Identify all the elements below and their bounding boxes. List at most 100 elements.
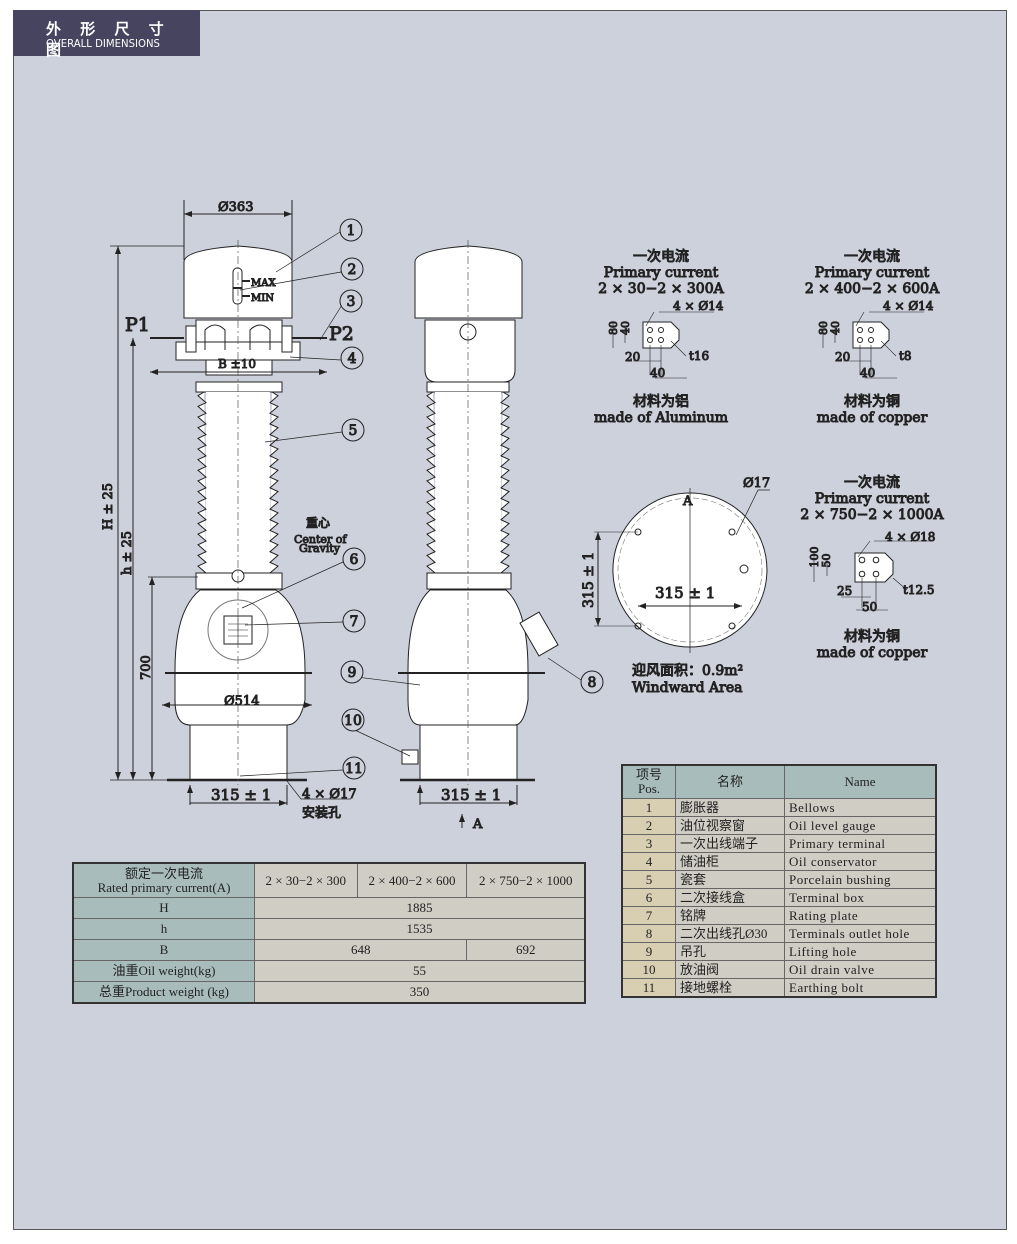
part-en: Earthing bolt [784,978,937,998]
part-en: Oil conservator [784,852,937,871]
p2-label: P2 [329,323,354,345]
terminal-mat-en: made of copper [817,410,928,426]
header-cn: 额定一次电流 [124,865,203,881]
part-cn: 铭牌 [675,906,785,925]
drawing-labels: Ø363 MAX MIN P1 P2 B ±10 H ± 25 h ± 25 7… [101,200,771,833]
terminal-en: Primary current [604,265,719,281]
cog-en1-label: Center of [294,533,347,546]
windward-area-cn: 迎风面积：0.9m² [632,663,743,679]
part-pos: 11 [621,978,676,998]
row-value: 1885 [254,897,586,919]
view-a-label: A [472,817,483,832]
base-hole-label: Ø17 [743,476,770,491]
callout-number: 3 [347,294,356,310]
terminal-holes: 4 × Ø14 [673,299,724,313]
part-pos: 5 [621,870,676,889]
terminal-d-outer: 80 [817,321,830,335]
base-cylinder [189,724,288,781]
terminal-mat-cn: 材料为铜 [844,629,900,645]
terminal-mat-en: made of Aluminum [594,410,728,426]
row-value: 350 [254,981,586,1004]
name-cn-header: 名称 [675,764,785,799]
part-cn: 二次出线孔Ø30 [675,924,785,943]
terminal-sketches [612,311,932,611]
terminal-cn: 一次电流 [844,249,900,265]
min-label: MIN [251,293,274,304]
part-en: Rating plate [784,906,937,925]
row-value: 648 [253,939,468,961]
oil-level-window [232,267,243,305]
side-view [398,240,559,828]
terminal-range: 2 × 400−2 × 600A [805,281,940,297]
base-right-dim: 315 ± 1 [441,786,501,804]
H-dim-label: H ± 25 [101,483,116,530]
header-banner: 外 形 尺 寸 图 OVERALL DIMENSIONS [13,10,200,59]
part-cn: 吊孔 [675,942,785,961]
terminal-thick: t16 [689,349,709,363]
b-dim-label: B ±10 [218,357,256,371]
part-pos: 1 [621,798,676,817]
spec-col-3: 2 × 750−2 × 1000 [466,862,586,898]
p1-label: P1 [125,314,150,336]
part-pos: 4 [621,852,676,871]
part-pos: 9 [621,942,676,961]
header-title-en: OVERALL DIMENSIONS [46,37,160,50]
row-label: B [72,939,255,961]
part-pos: 10 [621,960,676,979]
part-en: Terminals outlet hole [784,924,937,943]
terminal-thick: t8 [899,349,911,363]
callout-6: 6 [342,547,366,571]
part-en: Primary terminal [784,834,937,853]
table-row: 油重Oil weight(kg)55 [72,960,586,982]
callout-number: 4 [348,351,357,367]
terminal-d-edge: 20 [835,350,850,364]
part-pos: 3 [621,834,676,853]
terminal-d-inner: 50 [820,554,833,568]
row-value: 1535 [254,918,586,940]
part-en: Bellows [784,798,937,817]
terminal-range: 2 × 30−2 × 300A [598,281,724,297]
base-left-dim: 315 ± 1 [211,786,271,804]
pos-cn: 项号 [635,767,662,782]
row-value-2: 692 [466,939,586,961]
terminal-d-edge: 25 [837,584,852,598]
part-en: Terminal box [784,888,937,907]
part-cn: 膨胀器 [675,798,785,817]
base-dim-v: 315 ± 1 [581,552,597,608]
table-row: 总重Product weight (kg)350 [72,981,586,1004]
terminal-en: Primary current [815,491,930,507]
front-view [110,200,351,805]
header-title-cn: 外 形 尺 寸 图 [46,20,171,59]
row-label: 油重Oil weight(kg) [72,960,255,982]
dia-514-label: Ø514 [224,694,259,709]
base-a-label: A [682,494,693,509]
row-label: 总重Product weight (kg) [72,981,255,1004]
oil-drain-valve [401,749,419,765]
cog-cn-label: 重心 [306,516,330,530]
part-en: Oil level gauge [784,816,937,835]
part-cn: 二次接线盒 [675,888,785,907]
dim-700-label: 700 [139,655,154,680]
callout-number: 9 [348,665,357,681]
spec-col-2: 2 × 400−2 × 600 [356,862,468,898]
terminal-cn: 一次电流 [844,475,900,491]
terminal-mat-cn: 材料为铜 [844,394,900,410]
h-dim-label: h ± 25 [120,531,135,575]
callout-number: 1 [347,223,356,239]
terminal-en: Primary current [815,265,930,281]
callout-8: 8 [580,670,604,694]
